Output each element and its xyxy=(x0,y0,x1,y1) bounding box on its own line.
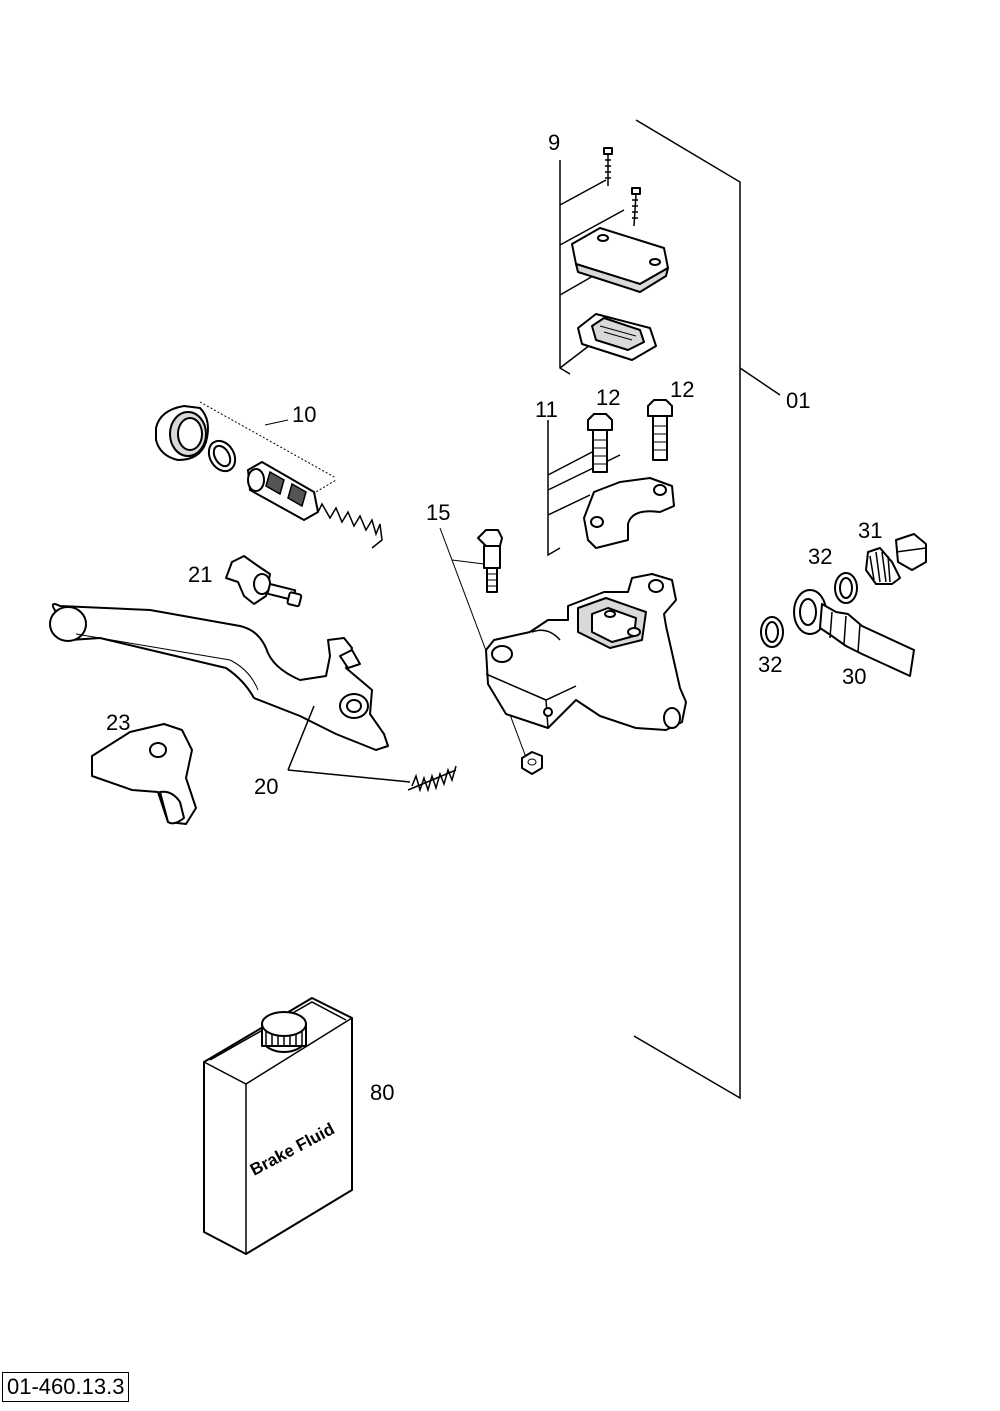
callout-01: 01 xyxy=(786,388,810,413)
callout-20: 20 xyxy=(254,774,278,799)
reservoir-diaphragm xyxy=(577,313,657,361)
callout-30: 30 xyxy=(842,664,866,689)
banjo-bolt-31 xyxy=(865,533,927,585)
cover-screws xyxy=(603,147,641,227)
leader-20 xyxy=(287,705,411,783)
assembly-bracket-01 xyxy=(633,119,781,1100)
lever-spring xyxy=(407,765,457,793)
bracket-9 xyxy=(559,160,625,375)
master-cylinder-body xyxy=(485,573,687,731)
callout-32-lower: 32 xyxy=(758,652,782,677)
drawing-number: 01-460.13.3 xyxy=(2,1372,130,1402)
brake-hose-30 xyxy=(793,589,915,677)
callout-15: 15 xyxy=(426,500,450,525)
adjuster-screw-21 xyxy=(225,555,303,608)
pivot-bolt-15 xyxy=(439,527,543,775)
reservoir-cover xyxy=(571,227,669,293)
callout-10: 10 xyxy=(292,402,316,427)
washer-32-upper xyxy=(834,572,858,604)
handlebar-clamp xyxy=(583,477,675,549)
piston-kit-10 xyxy=(155,401,383,549)
brake-fluid-container-80: Brake Fluid xyxy=(203,997,353,1255)
callout-80: 80 xyxy=(370,1080,394,1105)
washer-32-lower xyxy=(760,616,784,648)
callout-11: 11 xyxy=(535,397,558,422)
lever-cover-23 xyxy=(91,723,197,825)
callout-9: 9 xyxy=(548,130,560,155)
clamp-bolts xyxy=(587,399,673,473)
callout-12-left: 12 xyxy=(596,385,620,410)
callout-32-upper: 32 xyxy=(808,544,832,569)
callout-23: 23 xyxy=(106,710,130,735)
callout-12-right: 12 xyxy=(670,377,694,402)
brake-lever-20 xyxy=(49,603,389,751)
callout-31: 31 xyxy=(858,518,882,543)
callout-21: 21 xyxy=(188,562,212,587)
